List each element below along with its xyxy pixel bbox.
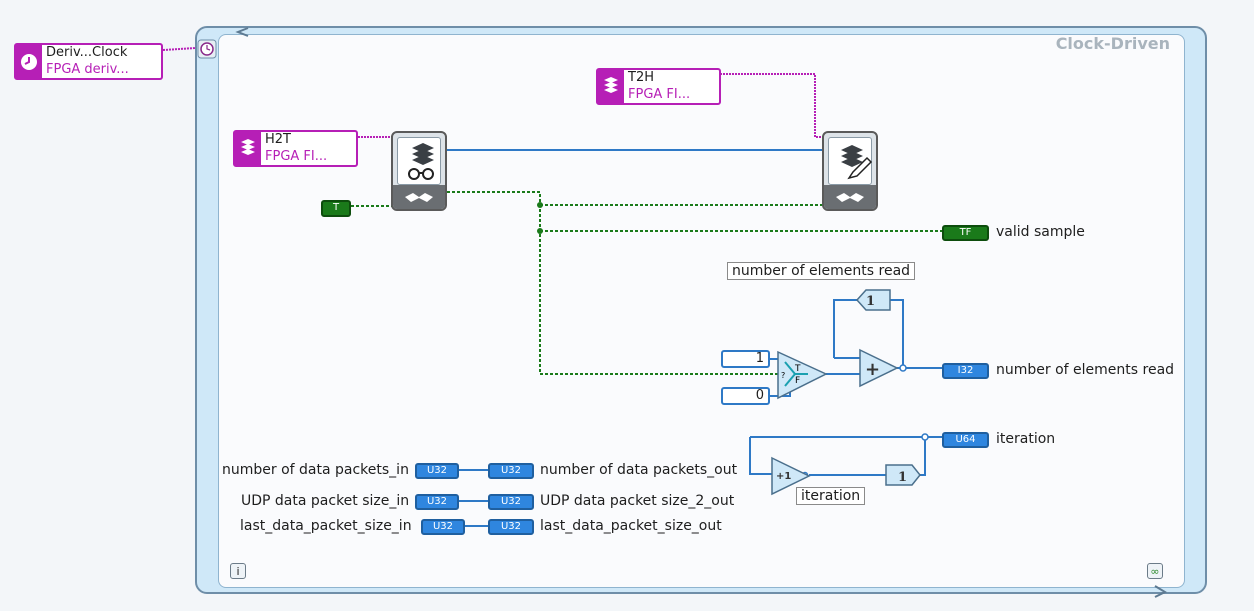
fifo-write-node[interactable] <box>822 131 878 211</box>
boolean-true-constant[interactable]: T <box>321 200 351 217</box>
fifo-stack-icon <box>598 70 624 103</box>
handshake-icon <box>824 185 876 209</box>
loop-arrow-bottom-icon <box>1154 585 1168 598</box>
loop-condition-icon[interactable]: ∞ <box>1147 563 1163 579</box>
clock-ref-type: FPGA deriv... <box>46 62 129 77</box>
valid-sample-indicator[interactable]: TF <box>942 225 989 241</box>
feedback-init-value: 1 <box>866 294 875 309</box>
t2h-type: FPGA FI... <box>628 87 691 102</box>
passthrough-in-control[interactable]: U32 <box>415 494 459 510</box>
fifo-read-node[interactable] <box>391 131 447 211</box>
h2t-name: H2T <box>265 132 291 147</box>
add-symbol: + <box>865 359 880 380</box>
loop-arrow-top-icon <box>235 27 249 37</box>
passthrough-out-label: UDP data packet size_2_out <box>540 493 735 509</box>
clock-ref-name: Deriv...Clock <box>46 45 128 60</box>
passthrough-in-label: UDP data packet size_in <box>241 493 410 509</box>
passthrough-out-indicator[interactable]: U32 <box>488 463 534 479</box>
iteration-feedback-node-shape <box>885 464 921 486</box>
select-q-label: ? <box>781 371 785 380</box>
passthrough-out-label: last_data_packet_size_out <box>540 518 722 534</box>
elements-read-label: number of elements read <box>996 362 1175 378</box>
t2h-fifo-reference[interactable]: T2H FPGA FI... <box>596 68 721 105</box>
h2t-type: FPGA FI... <box>265 149 328 164</box>
iteration-note: iteration <box>796 487 866 505</box>
passthrough-out-indicator[interactable]: U32 <box>488 519 534 535</box>
increment-symbol: +1 <box>776 471 791 482</box>
valid-sample-label: valid sample <box>996 224 1085 240</box>
t2h-name: T2H <box>628 70 654 85</box>
increment-node-shape <box>771 456 811 496</box>
passthrough-out-label: number of data packets_out <box>540 462 738 478</box>
passthrough-out-indicator[interactable]: U32 <box>488 494 534 510</box>
select-false-constant[interactable]: 0 <box>721 387 770 405</box>
feedback-node-shape <box>855 289 891 311</box>
fifo-write-icon <box>828 137 873 185</box>
passthrough-in-label: last_data_packet_size_in <box>240 518 412 534</box>
elements-read-indicator[interactable]: I32 <box>942 363 989 379</box>
select-f-label: F <box>795 376 800 386</box>
info-button[interactable]: i <box>230 563 246 579</box>
iteration-label: iteration <box>996 431 1056 447</box>
clock-icon <box>16 45 42 78</box>
passthrough-in-control[interactable]: U32 <box>421 519 465 535</box>
handshake-icon <box>393 185 445 209</box>
passthrough-in-label: number of data packets_in <box>222 462 409 478</box>
timed-loop-diagram-area <box>218 34 1185 588</box>
fifo-stack-icon <box>235 132 261 165</box>
elements-read-note: number of elements read <box>727 262 916 280</box>
add-node-shape <box>859 348 899 388</box>
passthrough-in-control[interactable]: U32 <box>415 463 459 479</box>
iteration-indicator[interactable]: U64 <box>942 432 989 448</box>
fifo-read-icon <box>397 137 441 185</box>
select-true-constant[interactable]: 1 <box>721 350 770 368</box>
iteration-feedback-init: 1 <box>898 470 907 485</box>
h2t-fifo-reference[interactable]: H2T FPGA FI... <box>233 130 358 167</box>
derived-clock-reference[interactable]: Deriv...Clock FPGA deriv... <box>14 43 163 80</box>
select-t-label: T <box>794 364 801 374</box>
loop-title: Clock-Driven <box>1055 34 1170 53</box>
